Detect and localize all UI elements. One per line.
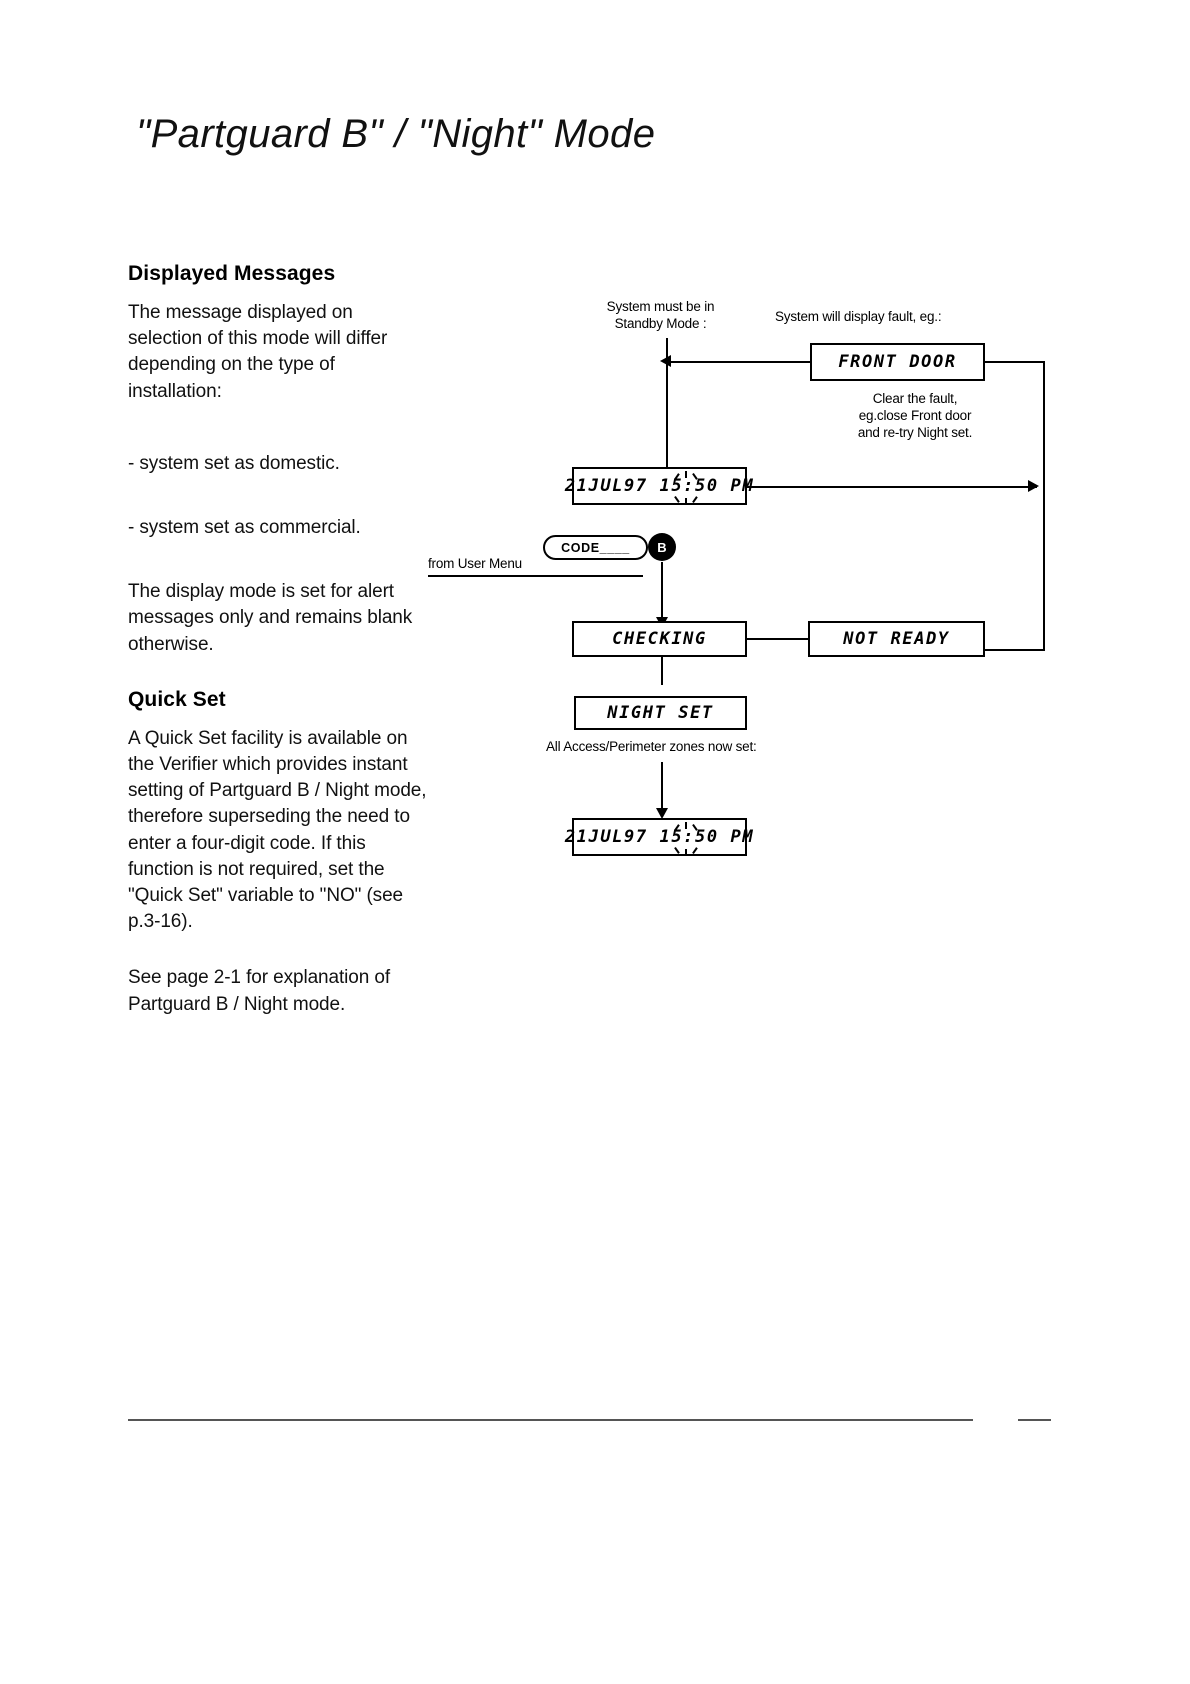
label-clear-the-fault: Clear the fault, eg.close Front door and… [857,391,973,440]
lcd-front-door: FRONT DOOR [810,343,985,381]
bullet-commercial: - system set as commercial. [128,517,361,539]
button-b[interactable]: B [648,533,676,561]
connector-night-set-to-clock [661,762,663,814]
connector-bus-to-not-ready [985,649,1045,651]
arrow-clock-right [1028,480,1039,492]
left-text-column: Displayed Messages The message displayed… [128,262,428,1018]
footer-rule-right [1018,1419,1051,1421]
connector-fault-to-standby [668,361,810,363]
lcd-final-clock: 21JUL97 15:50 PM [565,818,753,856]
page-title: "Partguard B" / "Night" Mode [136,112,656,156]
arrow-night-set-to-clock [656,808,668,819]
connector-user-menu [428,575,643,577]
heading-displayed-messages: Displayed Messages [128,262,336,285]
arrow-fault-to-standby [660,355,671,367]
connector-clock-to-right-bus [747,486,1037,488]
label-zones-now-set: All Access/Perimeter zones now set: [546,739,757,754]
paragraph-quick-set-body: A Quick Set facility is available on the… [128,727,427,933]
button-b-label: B [657,539,667,555]
connector-checking-to-night-set [661,657,663,685]
paragraph-page-reference: See page 2-1 for explanation of Partguar… [128,967,391,1015]
heading-quick-set: Quick Set [128,687,226,711]
lcd-standby-clock-text: 21JUL97 15:50 PM [564,476,755,496]
label-system-will-display-fault: System will display fault, eg.: [775,309,942,324]
connector-standby-down [666,338,668,478]
label-standby-mode: System must be in Standby Mode : [606,299,715,331]
code-entry-label: CODE____ [561,540,630,555]
code-entry-bubble[interactable]: CODE____ [543,535,648,560]
footer-rule [128,1419,973,1421]
lcd-night-set-text: NIGHT SET [607,703,714,723]
paragraph-display-mode-note: The display mode is set for alert messag… [128,581,413,655]
label-from-user-menu: from User Menu [428,556,522,571]
lcd-not-ready: NOT READY [808,621,985,657]
lcd-night-set: NIGHT SET [574,696,747,730]
connector-checking-to-not-ready [747,638,808,640]
connector-front-door-to-bus [985,361,1045,363]
lcd-checking-text: CHECKING [612,629,707,649]
lcd-standby-clock: 21JUL97 15:50 PM [565,467,753,505]
lcd-not-ready-text: NOT READY [843,629,950,649]
connector-right-bus-vertical [1043,361,1045,651]
lcd-front-door-text: FRONT DOOR [838,352,957,372]
lcd-final-clock-text: 21JUL97 15:50 PM [564,827,755,847]
lcd-checking: CHECKING [572,621,747,657]
bullet-domestic: - system set as domestic. [128,452,340,474]
paragraph-intro: The message displayed on selection of th… [128,302,388,402]
connector-b-to-checking [661,562,663,624]
night-set-flowchart: System must be in Standby Mode : System … [420,290,1080,890]
